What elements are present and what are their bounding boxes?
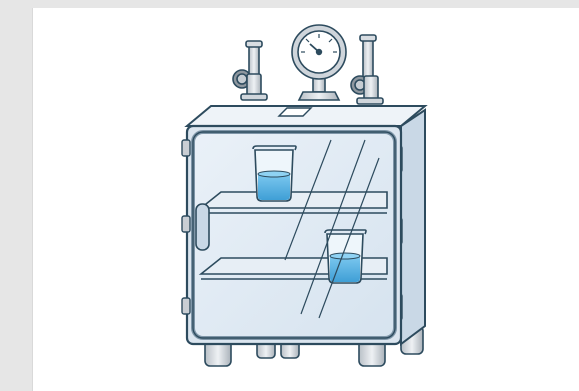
cabinet-top (187, 106, 425, 126)
left-valve (233, 41, 267, 100)
beaker-upper (253, 146, 296, 201)
door-handle (196, 204, 209, 250)
shelf-upper (201, 192, 387, 208)
pressure-gauge (292, 25, 346, 100)
desiccator-cabinet-illustration (33, 8, 579, 391)
right-valve (351, 35, 383, 104)
illustration-canvas (33, 8, 579, 391)
beaker-lower (325, 230, 366, 283)
